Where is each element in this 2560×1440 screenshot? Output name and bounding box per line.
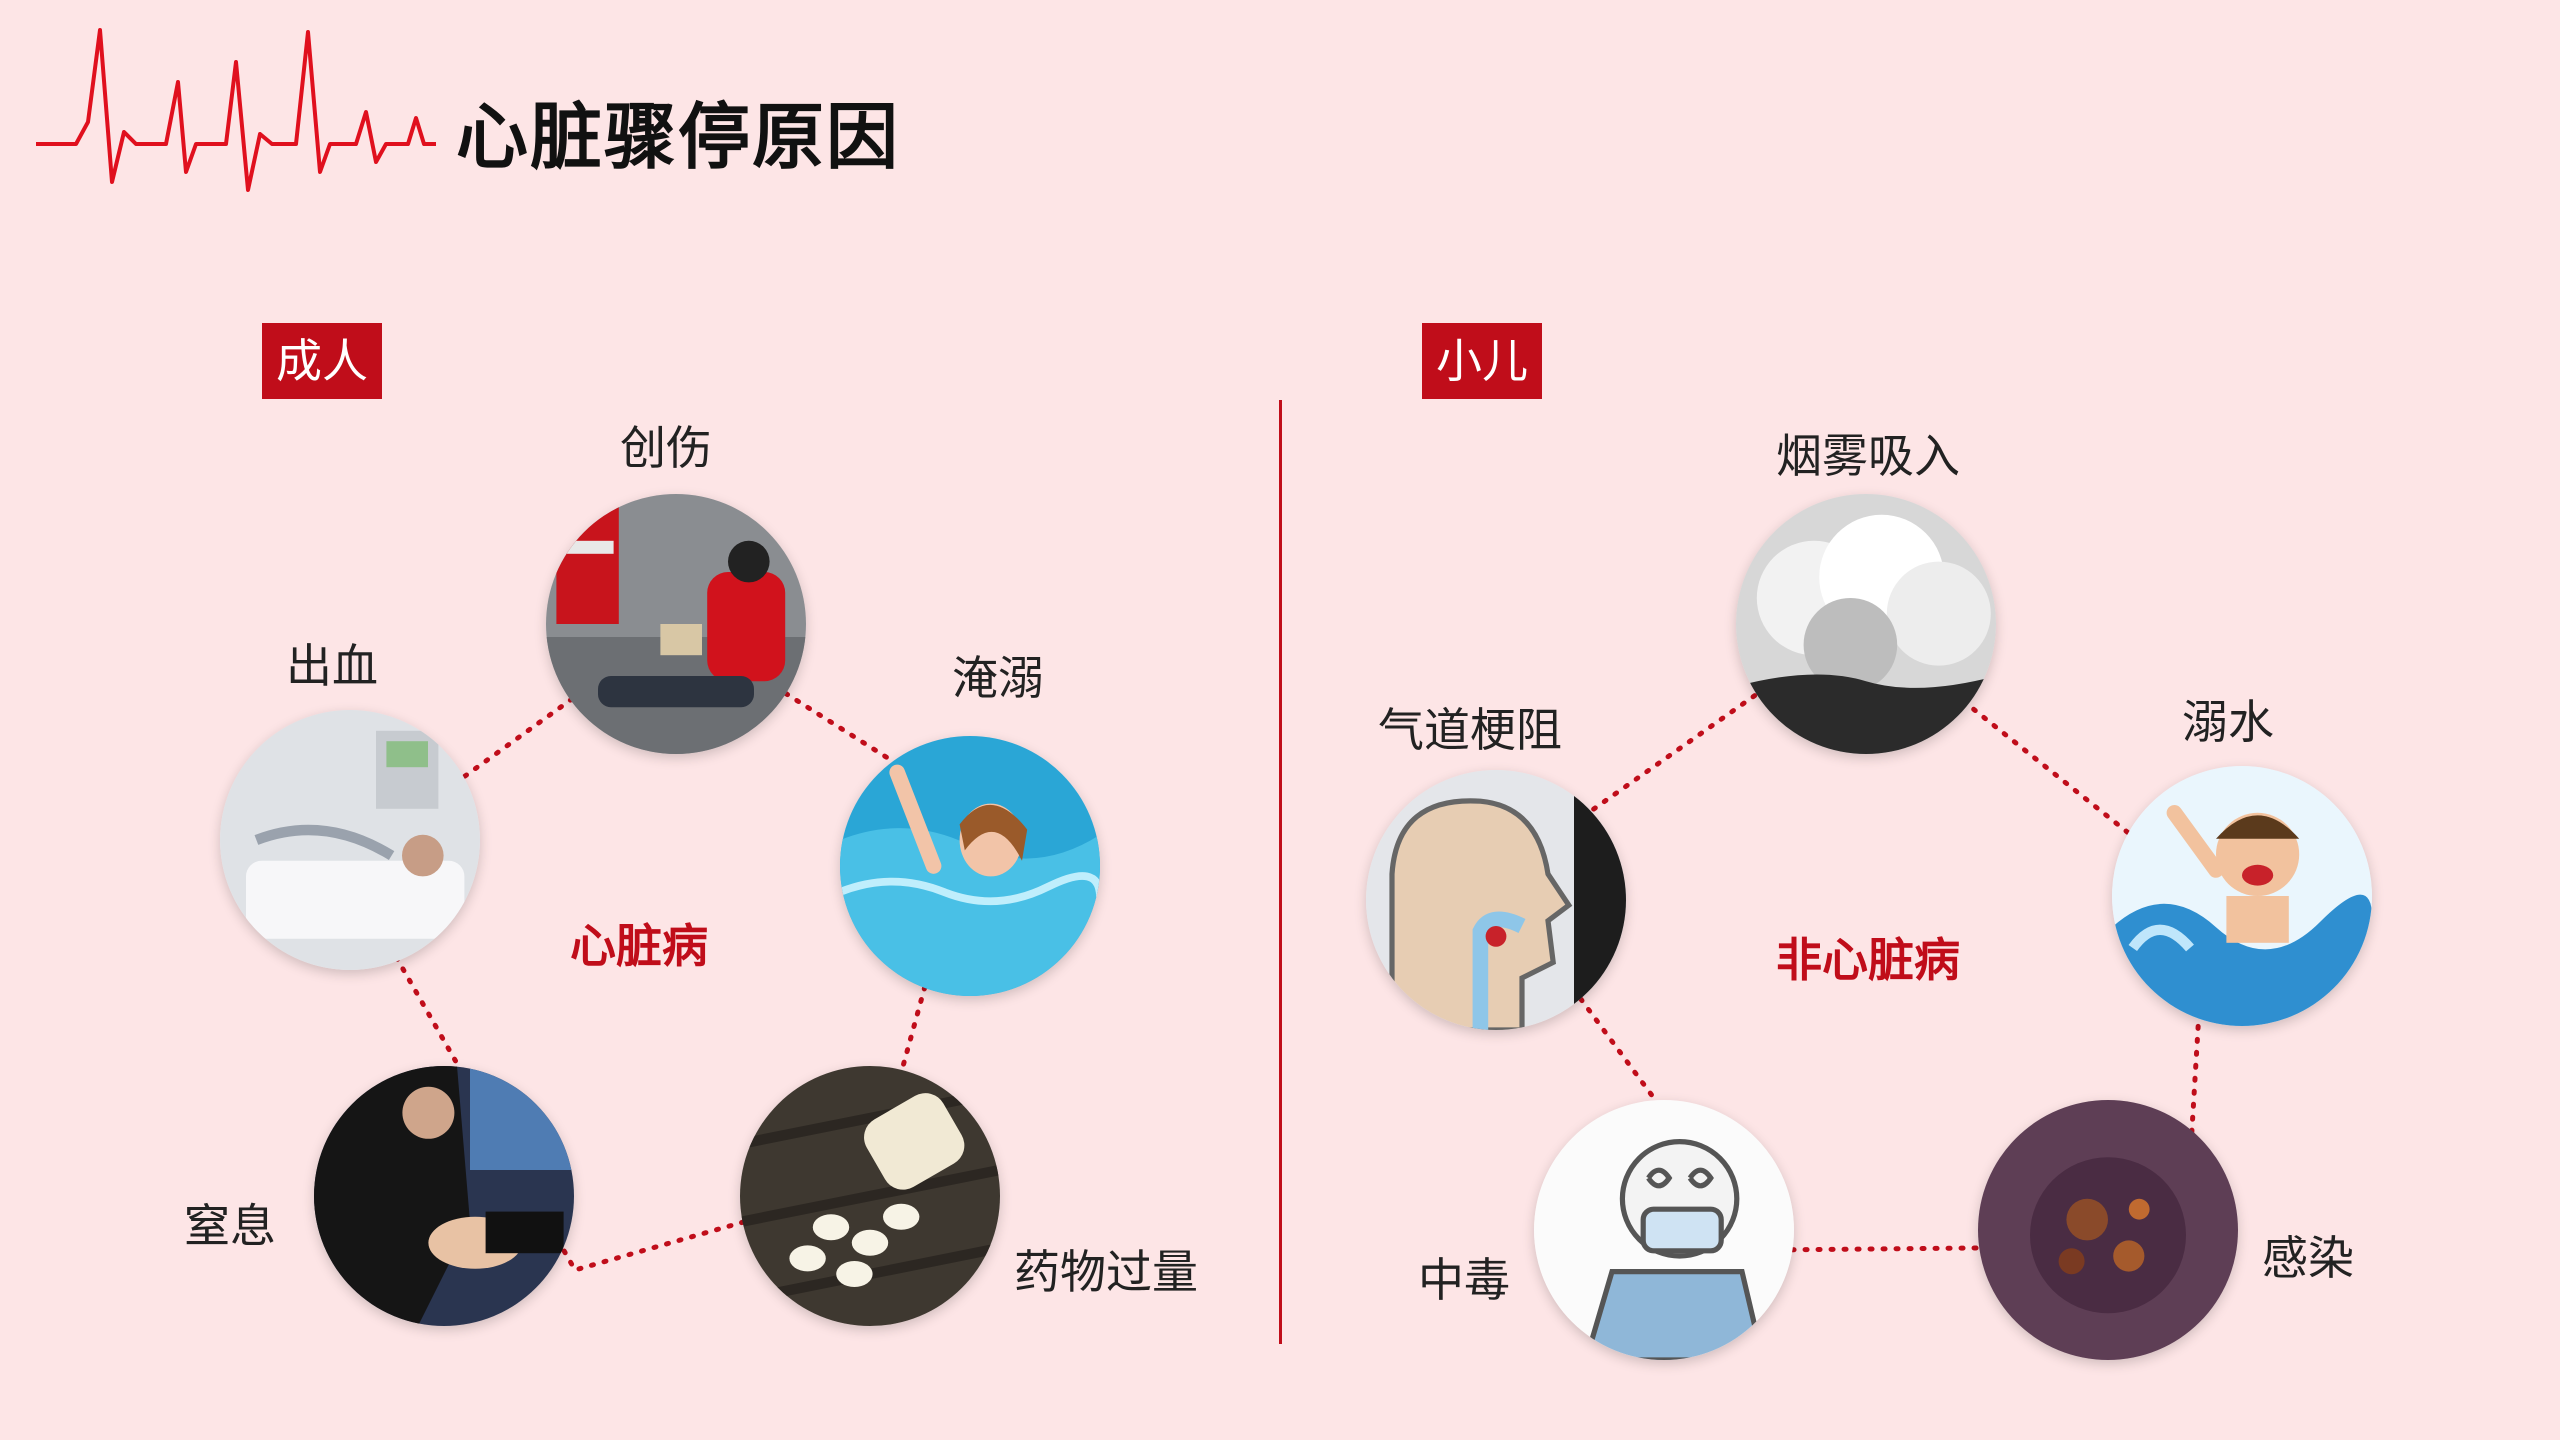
label-bleeding: 出血	[286, 639, 378, 693]
adults-tag: 成人	[262, 323, 382, 399]
label-airway-obstruction: 气道梗阻	[1378, 703, 1562, 757]
label-infection: 感染	[2262, 1231, 2354, 1285]
hospital-bed-photo	[220, 710, 480, 970]
children-center-label: 非心脏病	[1776, 933, 1960, 987]
label-poisoning: 中毒	[1418, 1253, 1510, 1307]
suffocation-photo	[314, 1066, 574, 1326]
child-drowning-illustration	[2112, 766, 2372, 1026]
label-child-drowning: 溺水	[2182, 695, 2274, 749]
ecg-heartbeat-icon	[36, 28, 436, 192]
smoke-photo	[1736, 494, 1996, 754]
adults-center-label: 心脏病	[570, 919, 708, 973]
children-tag: 小儿	[1422, 323, 1542, 399]
label-drowning: 淹溺	[952, 651, 1044, 705]
drowning-photo	[840, 736, 1100, 996]
trauma-photo	[546, 494, 806, 754]
poisoning-illustration	[1534, 1100, 1794, 1360]
infection-photo	[1978, 1100, 2238, 1360]
label-suffocation: 窒息	[184, 1199, 276, 1253]
page-title: 心脏骤停原因	[456, 95, 901, 179]
label-overdose: 药物过量	[1014, 1245, 1198, 1299]
airway-obstruction-illustration	[1366, 770, 1626, 1030]
pills-photo	[740, 1066, 1000, 1326]
label-trauma: 创伤	[620, 421, 712, 475]
label-smoke-inhalation: 烟雾吸入	[1776, 429, 1960, 483]
section-divider	[1279, 400, 1282, 1344]
